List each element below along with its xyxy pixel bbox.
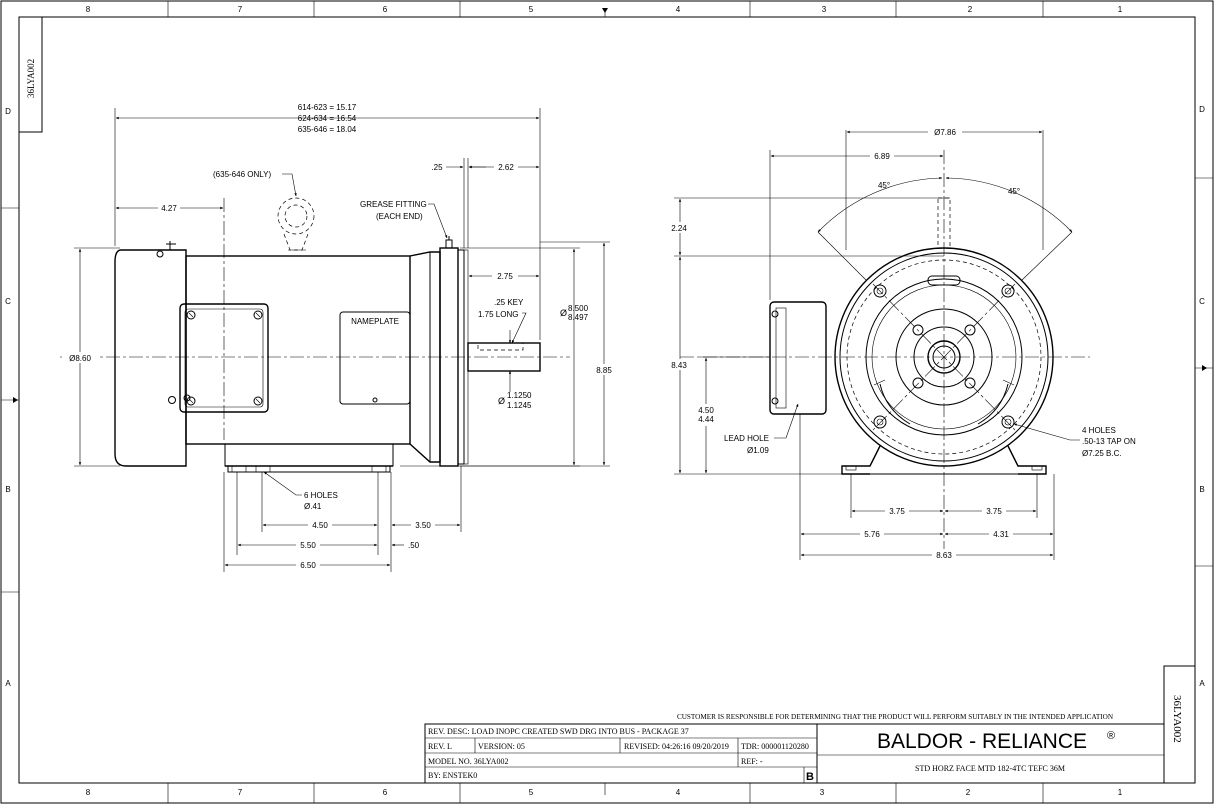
disclaimer-text: CUSTOMER IS RESPONSIBLE FOR DETERMINING … bbox=[677, 713, 1114, 721]
lead-hole-2: Ø1.09 bbox=[747, 446, 769, 455]
version-field: VERSION: 05 bbox=[478, 742, 525, 751]
zone-bottom-7: 7 bbox=[238, 788, 243, 797]
base-dim-50: .50 bbox=[408, 541, 420, 550]
pilot-diameter-1: 8.500 bbox=[568, 304, 589, 313]
zone-bottom-5: 5 bbox=[529, 788, 534, 797]
base-dim-4-50: 4.50 bbox=[312, 521, 328, 530]
base-dim-5-50: 5.50 bbox=[300, 541, 316, 550]
eyebolt-note: (635-646 ONLY) bbox=[213, 170, 271, 179]
zone-bottom-8: 8 bbox=[86, 788, 91, 797]
overall-length-1: 614-623 = 15.17 bbox=[298, 103, 357, 112]
model-field: MODEL NO. 36LYA002 bbox=[428, 757, 508, 766]
overall-length-3: 635-646 = 18.04 bbox=[298, 125, 357, 134]
grease-note-2: (EACH END) bbox=[376, 212, 423, 221]
key-note-1: .25 KEY bbox=[494, 298, 524, 307]
zone-top-2: 2 bbox=[968, 5, 973, 14]
dim-8-60: Ø8.60 bbox=[69, 354, 91, 363]
grease-note-1: GREASE FITTING bbox=[360, 200, 427, 209]
sheet-size: B bbox=[806, 771, 814, 783]
zone-bottom-4: 4 bbox=[676, 788, 681, 797]
zone-top-6: 6 bbox=[383, 5, 388, 14]
pilot-diameter-symbol: Ø bbox=[560, 308, 567, 318]
overall-length-2: 624-634 = 16.54 bbox=[298, 114, 357, 123]
key-note-2: 1.75 LONG bbox=[478, 310, 518, 319]
zone-left-c: C bbox=[5, 297, 11, 306]
end-dim-5-76: 5.76 bbox=[864, 530, 880, 539]
zone-top-4: 4 bbox=[676, 5, 681, 14]
dim-4-27: 4.27 bbox=[161, 204, 177, 213]
zone-right-a: A bbox=[1199, 679, 1205, 688]
lead-hole-1: LEAD HOLE bbox=[724, 434, 769, 443]
ref-field: REF: - bbox=[741, 757, 763, 766]
zone-left-a: A bbox=[5, 679, 11, 688]
end-dim-7-86: Ø7.86 bbox=[934, 128, 956, 137]
base-holes-1: 6 HOLES bbox=[304, 491, 338, 500]
nameplate-label: NAMEPLATE bbox=[351, 317, 399, 326]
tdr-field: TDR: 000001120280 bbox=[741, 742, 809, 751]
end-dim-8-43: 8.43 bbox=[671, 361, 687, 370]
zone-bottom-6: 6 bbox=[383, 788, 388, 797]
dim-2-75: 2.75 bbox=[497, 272, 513, 281]
end-angle-left: 45° bbox=[878, 181, 890, 190]
rev-desc: REV. DESC: LOAD INOPC CREATED SWD DRG IN… bbox=[428, 727, 689, 736]
zone-labels: 8 7 6 5 4 3 2 1 8 7 6 5 4 3 2 1 D C B A … bbox=[5, 5, 1205, 797]
brand-registered-mark: ® bbox=[1107, 730, 1115, 742]
end-dim-3-75-left: 3.75 bbox=[889, 507, 905, 516]
zone-bottom-1: 1 bbox=[1118, 788, 1123, 797]
pilot-diameter-2: 8.497 bbox=[568, 313, 589, 322]
zone-bottom-2: 2 bbox=[966, 788, 971, 797]
end-dim-6-89: 6.89 bbox=[874, 152, 890, 161]
drawing-id-top: 36LYA002 bbox=[26, 59, 36, 98]
zone-left-b: B bbox=[5, 485, 10, 494]
tap-holes-3: Ø7.25 B.C. bbox=[1082, 449, 1122, 458]
zone-top-1: 1 bbox=[1118, 5, 1123, 14]
shaft-diameter-symbol: Ø bbox=[498, 396, 505, 406]
rev-field: REV. L bbox=[428, 742, 452, 751]
zone-right-d: D bbox=[1199, 105, 1205, 114]
end-angle-right: 45° bbox=[1008, 187, 1020, 196]
tap-holes-1: 4 HOLES bbox=[1082, 426, 1116, 435]
end-dim-3-75-right: 3.75 bbox=[986, 507, 1002, 516]
side-view: 614-623 = 15.17 624-634 = 16.54 635-646 … bbox=[60, 103, 615, 572]
zone-right-c: C bbox=[1199, 297, 1205, 306]
dim-2-62: 2.62 bbox=[498, 163, 514, 172]
dim-25: .25 bbox=[431, 163, 443, 172]
end-view: Ø7.86 6.89 45° 45° 2.24 8.43 4.50 4.44 L… bbox=[666, 126, 1136, 560]
shaft-diameter-1: 1.1250 bbox=[507, 391, 532, 400]
zone-top-7: 7 bbox=[238, 5, 243, 14]
end-dim-4-44: 4.44 bbox=[698, 415, 714, 424]
dim-8-85: 8.85 bbox=[596, 366, 612, 375]
brand-name: BALDOR - RELIANCE bbox=[877, 730, 1087, 753]
base-dim-6-50: 6.50 bbox=[300, 561, 316, 570]
zone-bottom-3: 3 bbox=[820, 788, 825, 797]
drawing-description: STD HORZ FACE MTD 182-4TC TEFC 36M bbox=[915, 764, 1065, 773]
drawing-id-bottom: 36LYA002 bbox=[1171, 695, 1183, 743]
shaft-diameter-2: 1.1245 bbox=[507, 401, 532, 410]
title-block: CUSTOMER IS RESPONSIBLE FOR DETERMINING … bbox=[424, 713, 1165, 784]
zone-top-3: 3 bbox=[822, 5, 827, 14]
end-dim-8-63: 8.63 bbox=[936, 551, 952, 560]
end-dim-4-31: 4.31 bbox=[993, 530, 1009, 539]
revised-field: REVISED: 04:26:16 09/20/2019 bbox=[624, 742, 729, 751]
base-dim-3-50: 3.50 bbox=[415, 521, 431, 530]
zone-top-5: 5 bbox=[529, 5, 534, 14]
base-holes-2: Ø.41 bbox=[304, 502, 322, 511]
tap-holes-2: .50-13 TAP ON bbox=[1082, 437, 1136, 446]
zone-left-d: D bbox=[5, 107, 11, 116]
end-dim-2-24: 2.24 bbox=[671, 224, 687, 233]
zone-right-b: B bbox=[1199, 485, 1204, 494]
end-dim-4-50: 4.50 bbox=[698, 406, 714, 415]
by-field: BY: ENSTEK0 bbox=[428, 771, 477, 780]
zone-top-8: 8 bbox=[86, 5, 91, 14]
